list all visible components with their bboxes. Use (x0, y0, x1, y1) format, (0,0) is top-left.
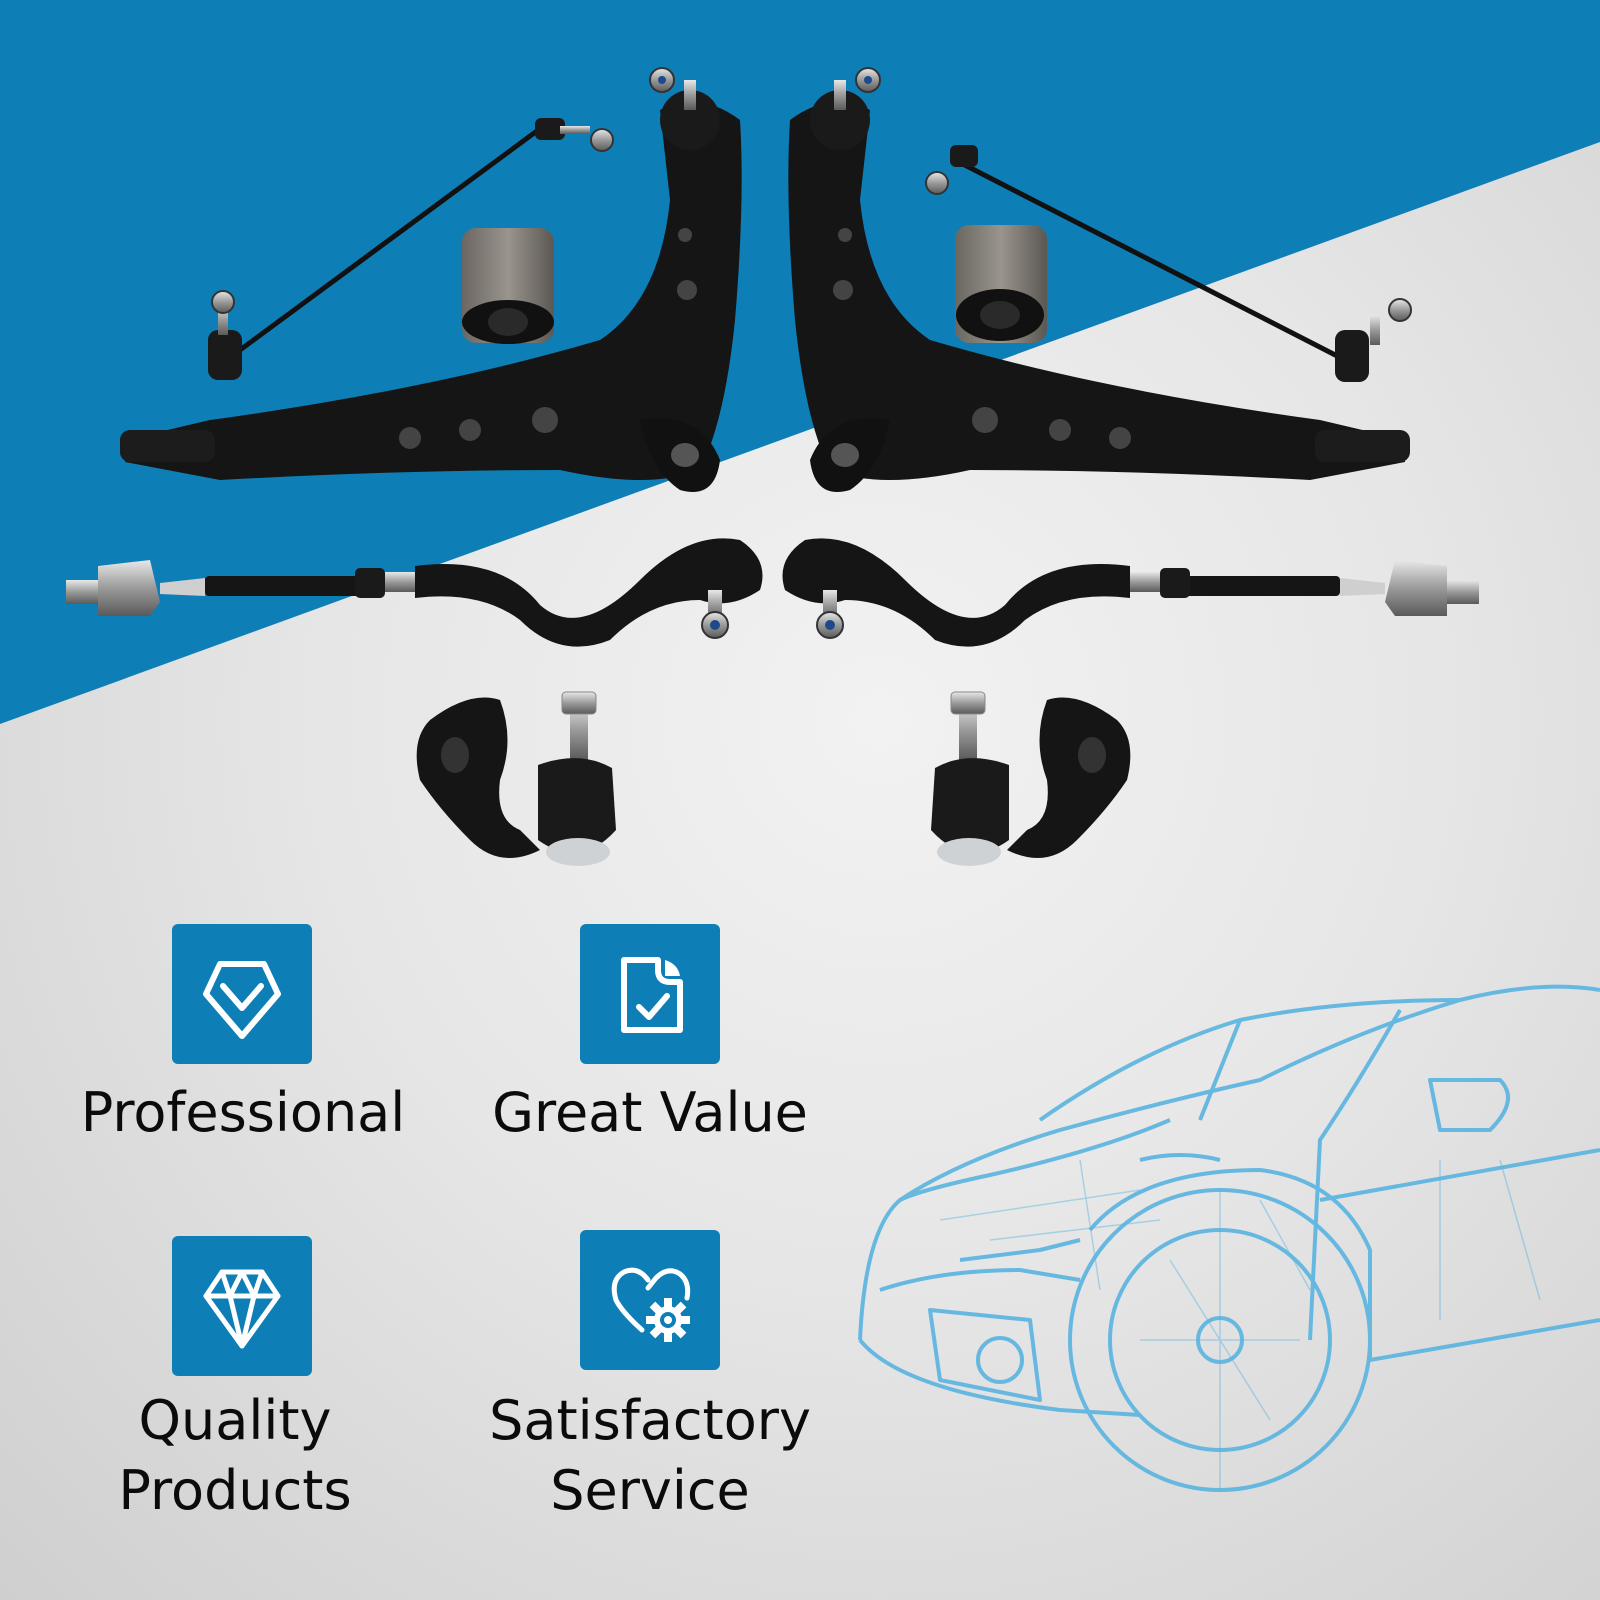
heart-gear-icon (611, 1267, 691, 1342)
sway-bar-link-left (208, 118, 614, 380)
document-check-icon (621, 957, 683, 1033)
feature-label-satisfactory-service-line1: Satisfactory (489, 1389, 811, 1452)
bushing-left (462, 228, 554, 344)
feature-label-quality-products-line2: Products (118, 1459, 352, 1522)
icon-tile-quality-products (172, 1236, 312, 1376)
feature-label-professional: Professional (80, 1081, 406, 1144)
tie-rod-left (66, 538, 763, 647)
feature-label-satisfactory-service-line2: Service (550, 1459, 750, 1522)
icon-tile-professional (172, 924, 312, 1064)
tie-rod-right (782, 538, 1479, 647)
icon-tile-satisfactory-service (580, 1230, 720, 1370)
ball-joint-left (416, 691, 616, 866)
control-arm-left (120, 67, 742, 492)
blueprint-car-illustration (858, 984, 1600, 1492)
ball-joint-right (931, 691, 1131, 866)
diamond-icon (203, 1269, 281, 1349)
bushing-right (955, 225, 1047, 343)
icon-tile-great-value (580, 924, 720, 1064)
feature-label-great-value: Great Value (492, 1081, 808, 1144)
sway-bar-link-right (925, 145, 1412, 382)
feature-label-quality-products-line1: Quality (138, 1389, 332, 1452)
control-arm-right (788, 67, 1410, 492)
shield-check-icon (203, 961, 281, 1039)
